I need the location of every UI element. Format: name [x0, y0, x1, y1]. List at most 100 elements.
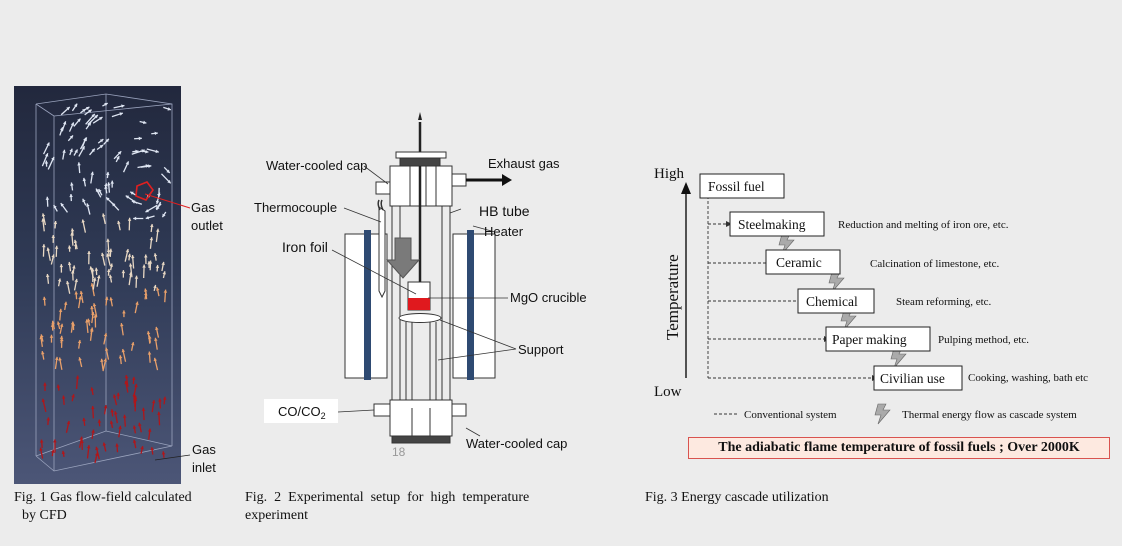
cfd-vector-head [85, 319, 89, 323]
cfd-vector-head [103, 405, 108, 409]
fig1-caption: Fig. 1 Gas flow-field calculated by CFD [14, 489, 192, 525]
cfd-vector-head [135, 301, 139, 305]
cfd-vector-head [74, 149, 78, 154]
gas-inlet-label: Gas inlet [192, 441, 216, 477]
cfd-vector-head [45, 196, 50, 200]
cfd-vector-head [44, 153, 49, 157]
desc-chemical: Steam reforming, etc. [896, 296, 992, 308]
cfd-vector-head [102, 442, 107, 446]
stage-steelmaking: Steelmaking [738, 217, 806, 232]
heater-element-left [364, 230, 371, 380]
cfd-vector-head [91, 113, 95, 118]
cfd-vector-head [42, 244, 46, 248]
cfd-vector-head [91, 311, 95, 316]
label-co-co2: CO/CO2 [278, 404, 326, 421]
cfd-vector-head [82, 198, 86, 203]
cfd-vector-head [145, 209, 149, 213]
cfd-vector-head [127, 217, 132, 221]
cfd-vector-head [140, 446, 144, 450]
cfd-vector-head [91, 148, 95, 153]
cfd-vector-head [125, 195, 130, 199]
fig2-caption-line2: experiment [245, 508, 308, 523]
cfd-vector-head [94, 267, 99, 271]
cfd-vector-head [116, 156, 120, 160]
cfd-vector-head [155, 228, 160, 232]
cfd-vector-head [138, 422, 142, 427]
cfd-vector-head [95, 188, 100, 193]
cfd-vector-head [131, 342, 135, 346]
cfd-vector-head [69, 194, 73, 198]
co-co2-box [264, 399, 338, 423]
cfd-vector-head [132, 439, 137, 443]
cfd-vector-head [122, 414, 127, 418]
cfd-vector-head [91, 429, 95, 433]
fig1-caption-line2: by CFD [22, 508, 67, 523]
legend-conventional: Conventional system [744, 409, 837, 421]
cfd-vector-head [59, 335, 64, 340]
cfd-vector-head [147, 261, 151, 265]
cfd-vector-head [70, 228, 75, 232]
cfd-vector-head [141, 149, 145, 153]
cfd-vector-head [98, 189, 102, 193]
cfd-vector-head [70, 321, 75, 325]
cfd-vector-head [60, 203, 64, 207]
cfd-vector-head [63, 301, 68, 305]
cfd-vector-head [42, 296, 47, 300]
cfd-vector-head [147, 351, 152, 355]
stage-chemical: Chemical [806, 294, 858, 309]
cfd-vector-head [69, 135, 73, 139]
cfd-vector-head [51, 449, 55, 453]
cfd-vector-head [121, 349, 126, 353]
cfd-vector-head [119, 112, 123, 116]
cfd-vector-head [87, 318, 91, 322]
cfd-vector-head [99, 139, 104, 143]
cfd-vector-head [87, 250, 91, 255]
cfd-vector-head [73, 239, 78, 244]
cfd-vector-head [162, 271, 167, 275]
cfd-vector-head [79, 290, 84, 295]
cfd-vector-head [124, 380, 128, 385]
cfd-vector-head [39, 439, 44, 443]
cfd-vector-head [81, 219, 85, 223]
desc-civilian-use: Cooking, washing, bath etc [968, 372, 1088, 384]
cfd-vector-head [90, 171, 94, 175]
cfd-vector-head [130, 255, 135, 259]
cfd-vector-head [104, 183, 108, 187]
thermal-flow-glyphs [778, 233, 907, 369]
cfd-vector-head [150, 447, 154, 451]
stage-box-steelmaking [729, 211, 825, 237]
cfd-vector-head [58, 357, 62, 361]
cfd-vector-head [133, 216, 137, 221]
cfd-vector-head [41, 218, 45, 222]
fig1-caption-line1: Fig. 1 Gas flow-field calculated [14, 490, 192, 505]
cfd-vector-head [92, 277, 97, 281]
cfd-vector-head [157, 411, 161, 415]
cfd-vector-head [77, 340, 82, 344]
cfd-leader-lines [145, 193, 191, 461]
label-hb-tube: HB tube [479, 203, 530, 219]
axis-low-label: Low [654, 384, 682, 400]
label-exhaust-gas: Exhaust gas [488, 156, 560, 171]
label-water-cooled-cap-top: Water-cooled cap [266, 158, 367, 173]
desc-paper-making: Pulping method, etc. [938, 334, 1029, 346]
cfd-vector-head [59, 323, 64, 328]
stage-ceramic: Ceramic [776, 255, 822, 270]
cfd-vector-head [41, 351, 45, 355]
cfd-vector-head [117, 151, 122, 155]
conventional-system-lines [707, 196, 872, 379]
label-water-cooled-cap-bottom: Water-cooled cap [466, 436, 567, 451]
cfd-vector-head [78, 357, 82, 361]
cfd-vector-head [65, 280, 70, 285]
gas-inlet-label-line2: inlet [192, 460, 216, 475]
bottom-water-cooled-cap [373, 399, 467, 444]
cfd-vector-head [86, 445, 91, 449]
cfd-vector-head [106, 182, 111, 186]
gas-inlet-label-line1: Gas [192, 442, 216, 457]
cfd-vector-head [51, 234, 56, 238]
cfd-vector-head [155, 326, 159, 331]
cfd-vector-head [167, 107, 171, 111]
cfd-vector-head [103, 358, 108, 362]
desc-ceramic: Calcination of limestone, etc. [870, 258, 999, 270]
cfd-vector-head [77, 118, 81, 123]
stray-page-number: 18 [392, 445, 406, 459]
